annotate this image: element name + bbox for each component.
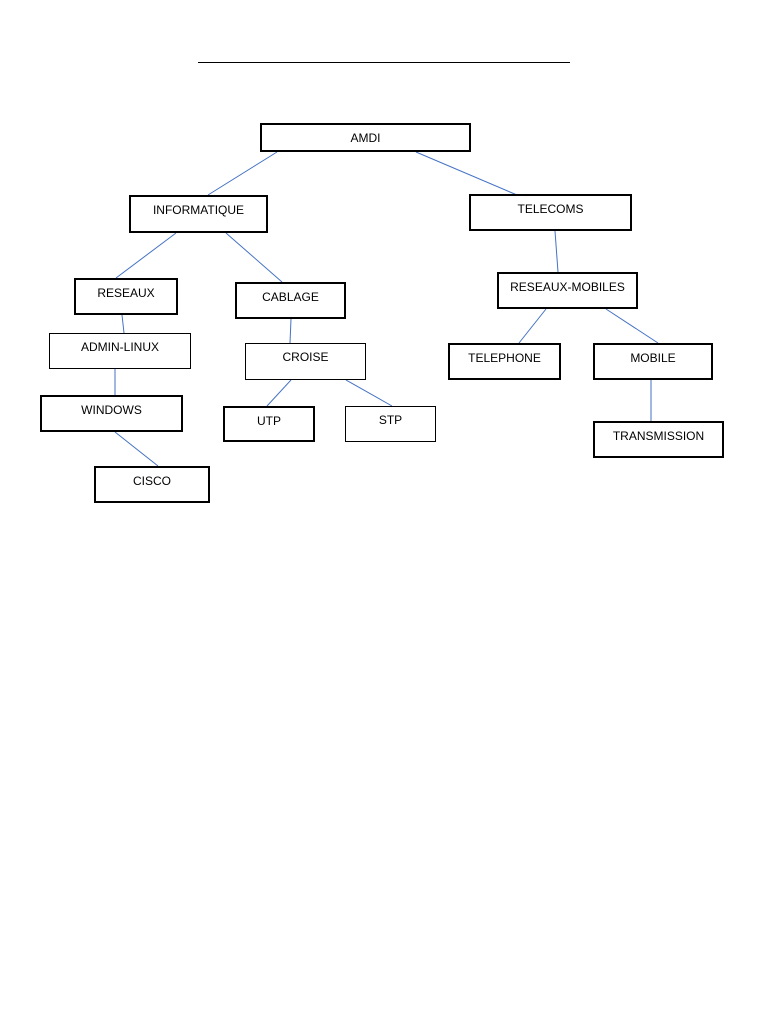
edge-reseaux-mobiles-telephone [518, 308, 547, 344]
edge-amdi-telecoms [415, 151, 518, 196]
node-croise: CROISE [245, 343, 366, 380]
node-amdi: AMDI [260, 123, 471, 152]
edge-reseaux-mobiles-mobile [605, 308, 659, 344]
node-label: CISCO [132, 474, 171, 488]
node-label: STP [378, 413, 403, 427]
node-utp: UTP [223, 406, 315, 442]
node-label: CROISE [282, 350, 329, 364]
node-label: TELECOMS [517, 202, 584, 216]
edge-reseaux-admin-linux [121, 314, 125, 334]
node-label: ADMIN-LINUX [80, 340, 159, 354]
node-mobile: MOBILE [593, 343, 713, 380]
edge-cablage-croise [289, 318, 292, 344]
title-rule [198, 62, 570, 63]
edge-telecoms-reseaux-mobiles [554, 230, 559, 273]
node-label: AMDI [350, 131, 381, 145]
node-transmission: TRANSMISSION [593, 421, 724, 458]
node-stp: STP [345, 406, 436, 442]
node-informatique: INFORMATIQUE [129, 195, 268, 233]
node-label: CABLAGE [262, 290, 319, 304]
node-reseaux-mobiles: RESEAUX-MOBILES [497, 272, 638, 309]
edge-croise-stp [345, 379, 393, 407]
node-label: UTP [257, 414, 281, 428]
edge-amdi-informatique [207, 151, 278, 196]
node-label: TRANSMISSION [612, 429, 705, 443]
node-admin-linux: ADMIN-LINUX [49, 333, 191, 369]
node-reseaux: RESEAUX [74, 278, 178, 315]
node-label: TELEPHONE [468, 351, 541, 365]
edge-informatique-cablage [225, 232, 283, 283]
node-label: RESEAUX-MOBILES [510, 280, 625, 294]
node-label: RESEAUX [97, 286, 155, 300]
edge-croise-utp [266, 379, 292, 407]
node-label: INFORMATIQUE [152, 203, 245, 217]
node-cablage: CABLAGE [235, 282, 346, 319]
node-telecoms: TELECOMS [469, 194, 632, 231]
node-label: WINDOWS [81, 403, 142, 417]
edge-windows-cisco [114, 431, 159, 467]
node-label: MOBILE [630, 351, 676, 365]
node-telephone: TELEPHONE [448, 343, 561, 380]
edge-informatique-reseaux [115, 232, 177, 279]
node-cisco: CISCO [94, 466, 210, 503]
node-windows: WINDOWS [40, 395, 183, 432]
